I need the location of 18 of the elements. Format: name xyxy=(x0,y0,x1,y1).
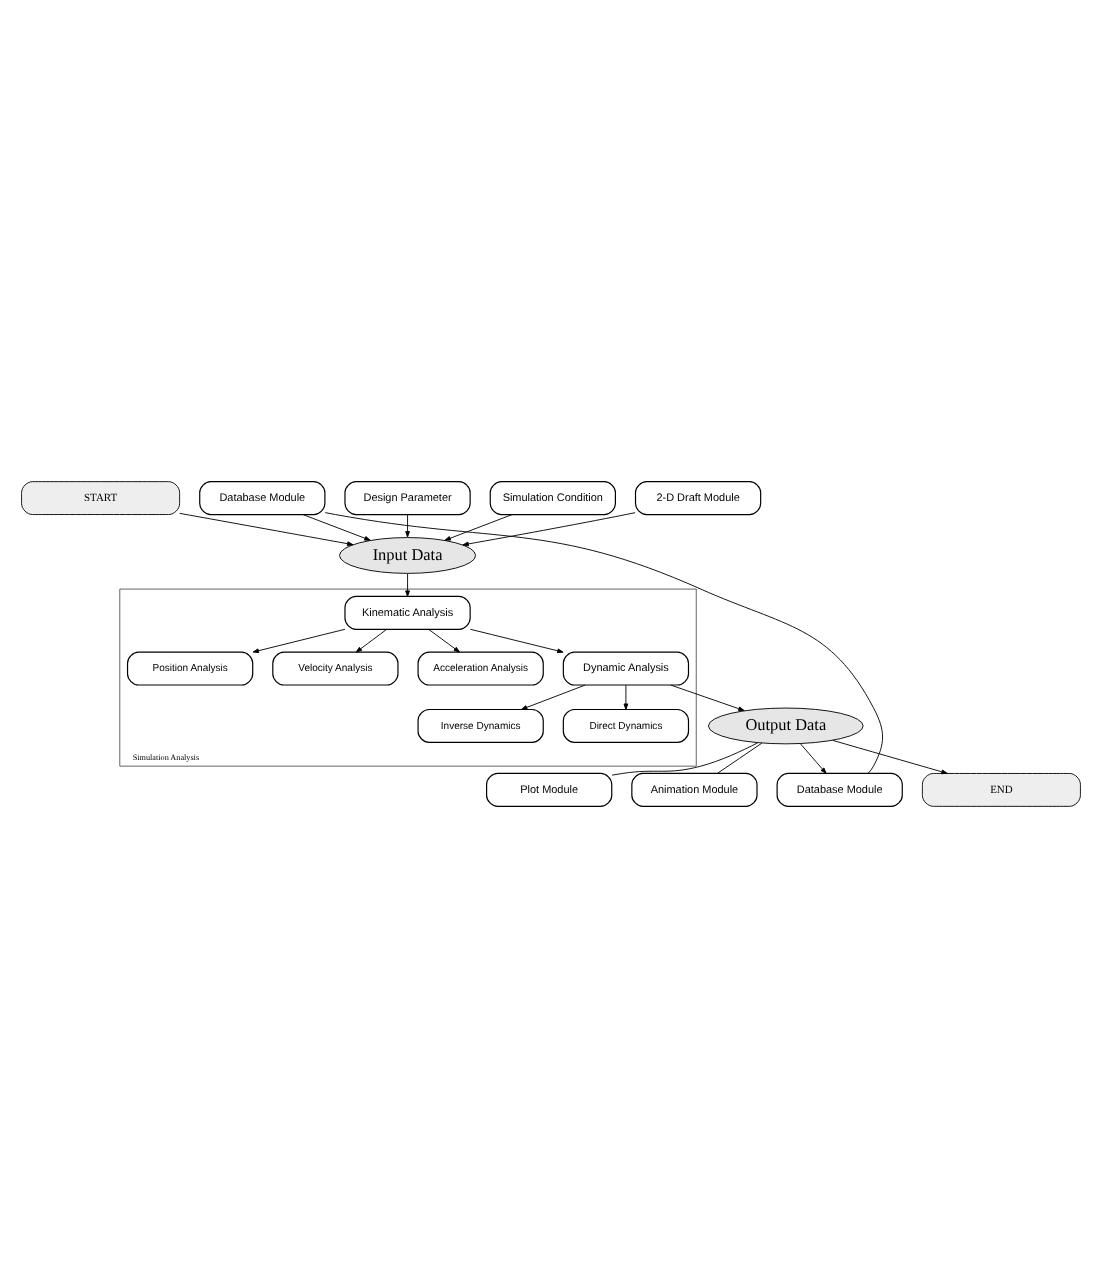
connector xyxy=(716,741,763,773)
arrow xyxy=(179,511,354,546)
arrow xyxy=(462,511,636,546)
connector xyxy=(324,511,884,773)
arrow xyxy=(405,513,410,537)
connector xyxy=(611,741,759,775)
arrow xyxy=(355,627,388,652)
arrow xyxy=(405,572,410,596)
arrow xyxy=(623,683,629,709)
arrow xyxy=(800,742,827,773)
arrow xyxy=(302,513,371,540)
arrow xyxy=(252,627,346,653)
arrow xyxy=(670,683,745,711)
arrow xyxy=(469,627,564,653)
arrow xyxy=(521,683,586,709)
arrow xyxy=(832,738,948,774)
arrow xyxy=(428,627,460,652)
arrow xyxy=(444,513,513,540)
